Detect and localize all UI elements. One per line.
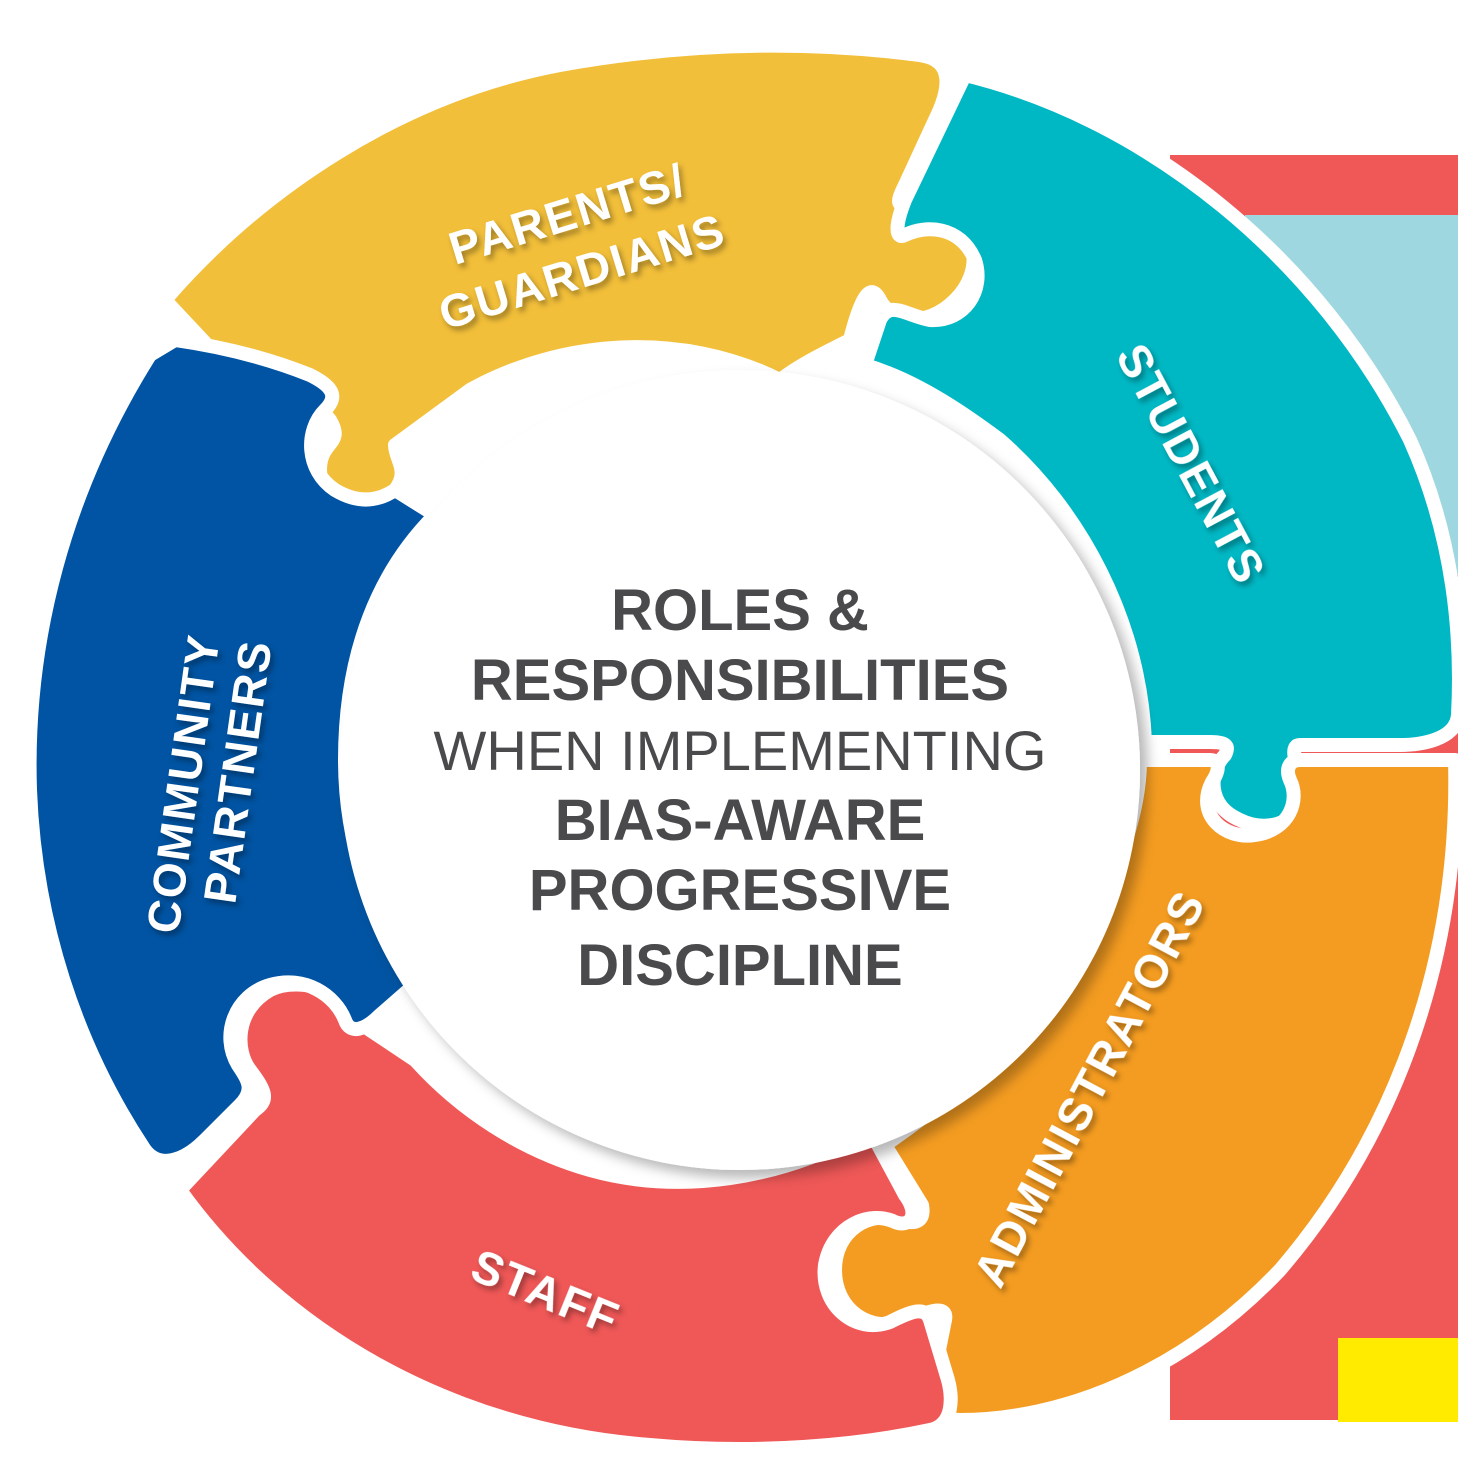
segment-community bbox=[22, 333, 442, 1168]
center-title: ROLES & RESPONSIBILITIES WHEN IMPLEMENTI… bbox=[434, 578, 1047, 998]
center-line-5: PROGRESSIVE bbox=[529, 858, 951, 923]
center-line-2: RESPONSIBILITIES bbox=[471, 648, 1009, 713]
back-yellow-block bbox=[1338, 1338, 1458, 1422]
center-line-4: BIAS-AWARE bbox=[555, 788, 926, 853]
center-circle bbox=[340, 370, 1140, 1170]
segment-students bbox=[858, 68, 1458, 833]
center-line-1: ROLES & bbox=[611, 578, 869, 643]
center-line-3: WHEN IMPLEMENTING bbox=[434, 719, 1047, 782]
center-line-6: DISCIPLINE bbox=[577, 933, 903, 998]
